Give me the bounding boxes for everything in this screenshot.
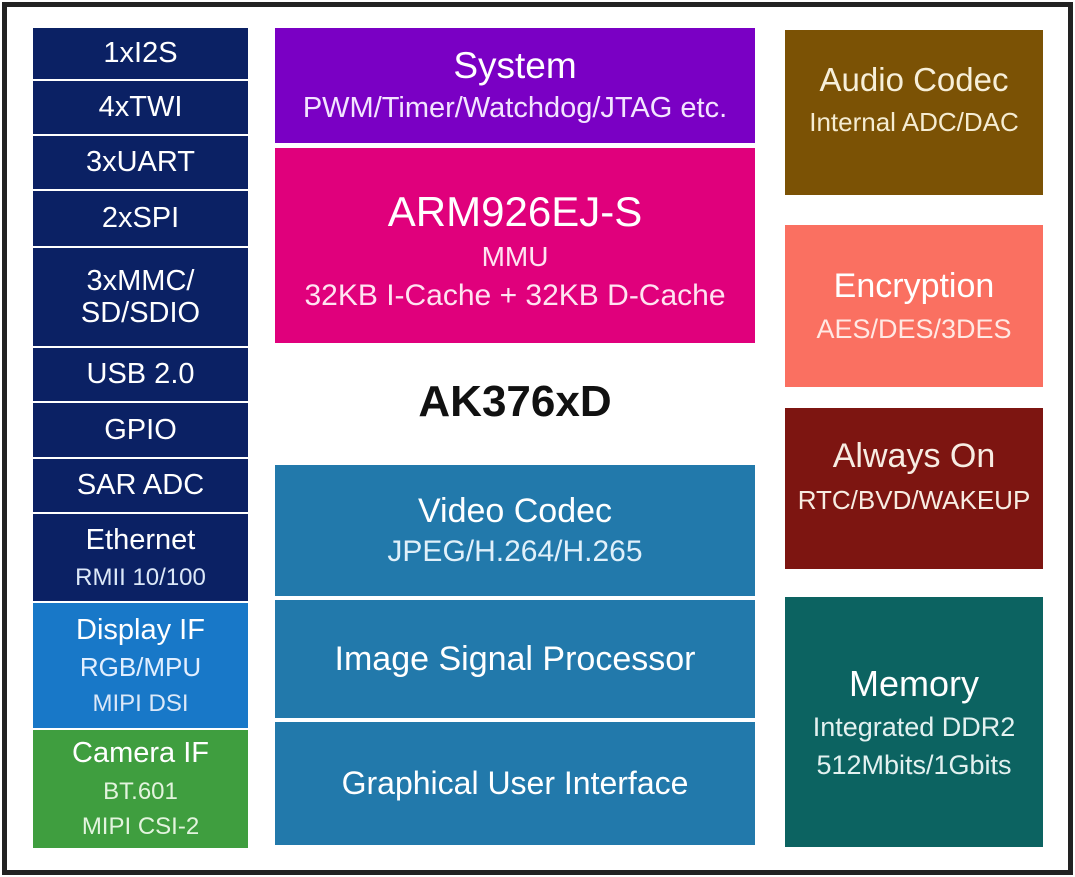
block-display-if-label: Display IF xyxy=(76,613,205,646)
block-video-codec-subtitle: JPEG/H.264/H.265 xyxy=(387,534,643,568)
block-ethernet: Ethernet RMII 10/100 xyxy=(33,514,248,601)
block-always-on: Always On RTC/BVD/WAKEUP xyxy=(785,408,1043,569)
block-ethernet-label: Ethernet xyxy=(85,523,196,556)
block-graphical-user-interface: Graphical User Interface xyxy=(275,722,755,845)
block-usb: USB 2.0 xyxy=(33,348,248,401)
block-i2s: 1xI2S xyxy=(33,28,248,79)
block-audio-codec-title: Audio Codec xyxy=(819,61,1009,98)
block-camera-if: Camera IF BT.601 MIPI CSI-2 xyxy=(33,730,248,848)
block-display-if-sublabel-rgb: RGB/MPU xyxy=(79,652,202,683)
block-memory-size-label: 512Mbits/1Gbits xyxy=(816,750,1012,780)
block-gpio: GPIO xyxy=(33,403,248,457)
block-video-codec: Video Codec JPEG/H.264/H.265 xyxy=(275,465,755,596)
block-cpu-mmu-label: MMU xyxy=(481,240,549,272)
block-spi: 2xSPI xyxy=(33,191,248,246)
block-cpu-title: ARM926EJ-S xyxy=(387,187,643,235)
block-camera-if-sublabel-csi: MIPI CSI-2 xyxy=(81,813,200,841)
block-memory: Memory Integrated DDR2 512Mbits/1Gbits xyxy=(785,597,1043,847)
block-camera-if-label: Camera IF xyxy=(72,737,209,770)
block-sar-adc-label: SAR ADC xyxy=(76,469,205,502)
block-mmc-label: 3xMMC/ SD/SDIO xyxy=(80,264,201,329)
block-memory-ddr-label: Integrated DDR2 xyxy=(812,712,1016,742)
block-encryption: Encryption AES/DES/3DES xyxy=(785,225,1043,387)
block-display-if-sublabel-mipi: MIPI DSI xyxy=(92,689,189,717)
block-uart: 3xUART xyxy=(33,136,248,189)
block-video-codec-title: Video Codec xyxy=(417,491,613,530)
chip-title: AK376xD xyxy=(418,377,612,426)
block-twi-label: 4xTWI xyxy=(98,91,183,124)
block-gpio-label: GPIO xyxy=(104,413,177,446)
block-twi: 4xTWI xyxy=(33,81,248,134)
block-memory-title: Memory xyxy=(848,663,979,704)
block-display-if: Display IF RGB/MPU MIPI DSI xyxy=(33,603,248,728)
block-spi-label: 2xSPI xyxy=(101,202,180,235)
block-audio-codec-subtitle: Internal ADC/DAC xyxy=(809,107,1019,137)
block-encryption-title: Encryption xyxy=(833,267,995,305)
block-system-subtitle: PWM/Timer/Watchdog/JTAG etc. xyxy=(302,92,728,125)
block-always-on-title: Always On xyxy=(832,437,996,475)
block-usb-label: USB 2.0 xyxy=(86,358,195,391)
block-encryption-subtitle: AES/DES/3DES xyxy=(816,314,1012,344)
block-system: System PWM/Timer/Watchdog/JTAG etc. xyxy=(275,28,755,143)
block-isp-title: Image Signal Processor xyxy=(334,639,696,678)
peripherals-column: 1xI2S 4xTWI 3xUART 2xSPI 3xMMC/ SD/SDIO … xyxy=(33,28,248,848)
block-camera-if-sublabel-bt601: BT.601 xyxy=(103,777,178,805)
block-i2s-label: 1xI2S xyxy=(103,37,178,70)
block-always-on-subtitle: RTC/BVD/WAKEUP xyxy=(797,485,1031,515)
block-image-signal-processor: Image Signal Processor xyxy=(275,600,755,718)
block-audio-codec: Audio Codec Internal ADC/DAC xyxy=(785,30,1043,195)
block-gui-title: Graphical User Interface xyxy=(341,765,689,801)
block-cpu: ARM926EJ-S MMU 32KB I-Cache + 32KB D-Cac… xyxy=(275,148,755,343)
block-sar-adc: SAR ADC xyxy=(33,459,248,512)
block-system-title: System xyxy=(453,45,577,87)
block-mmc-sd-sdio: 3xMMC/ SD/SDIO xyxy=(33,248,248,346)
block-ethernet-sublabel: RMII 10/100 xyxy=(75,564,206,592)
block-uart-label: 3xUART xyxy=(85,146,196,179)
block-cpu-cache-label: 32KB I-Cache + 32KB D-Cache xyxy=(304,278,726,312)
